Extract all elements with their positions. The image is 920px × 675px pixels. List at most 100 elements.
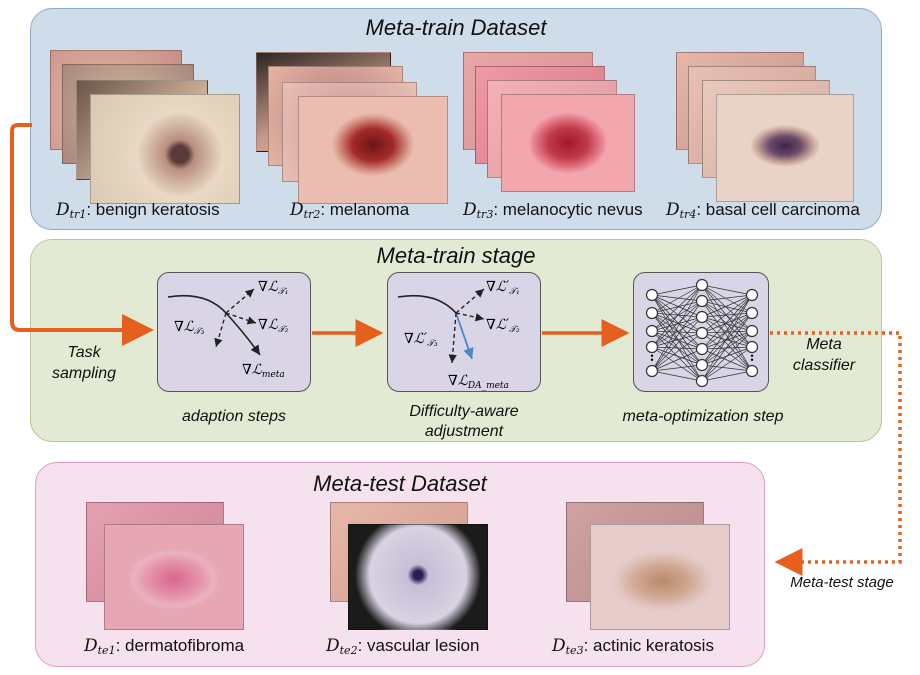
- network-ellipsis: :: [750, 350, 755, 365]
- network-edge: [651, 364, 703, 372]
- network-edge: [651, 294, 703, 350]
- network-edge: [651, 312, 703, 366]
- task2-gradient-arrow: [225, 312, 257, 325]
- network-edge: [701, 284, 753, 314]
- network-node: [645, 306, 659, 320]
- dataset-subscript: te2: [339, 644, 358, 657]
- caption-dte1: Dte1: dermatofibroma: [84, 636, 244, 657]
- dataset-label: : dermatofibroma: [115, 636, 245, 655]
- dataset-subscript: te1: [97, 644, 116, 657]
- caption-dtr4: Dtr4: basal cell carcinoma: [666, 200, 860, 221]
- adaption-steps-box: ∇ℒ𝒯₁ ∇ℒ𝒯₂ ∇ℒ𝒯₃ ∇ℒmeta: [157, 272, 311, 392]
- dataset-label: : vascular lesion: [357, 636, 480, 655]
- difficulty-aware-diagram: ∇ℒ′𝒯₁ ∇ℒ′𝒯₂ ∇ℒ′𝒯₃ ∇ℒDA_meta: [397, 279, 520, 391]
- network-edge: [701, 300, 753, 372]
- caption-dtr3: Dtr3: melanocytic nevus: [463, 200, 643, 221]
- network-node: [645, 340, 659, 354]
- dataset-label: : actinic keratosis: [583, 636, 714, 655]
- network-edge: [701, 284, 753, 372]
- network-edge: [651, 300, 703, 314]
- dataset-label: : benign keratosis: [86, 200, 220, 219]
- network-edge: [651, 316, 703, 348]
- network-edge: [701, 316, 753, 332]
- network-node: [745, 288, 759, 302]
- network-edge: [701, 332, 753, 372]
- network-edge: [651, 312, 703, 334]
- network-edge: [651, 346, 703, 366]
- network-edge: [701, 330, 753, 382]
- dermoscopy-image-front: [716, 94, 854, 202]
- network-node: [695, 278, 709, 292]
- network-edge: [701, 294, 753, 382]
- dataset-symbol: D: [84, 636, 98, 656]
- da-meta-gradient-label: ∇ℒDA_meta: [448, 373, 509, 391]
- task2-gradient-arrow: [455, 312, 485, 322]
- network-edge: [651, 300, 703, 348]
- dataset-symbol: D: [666, 200, 680, 220]
- network-edge: [701, 312, 753, 366]
- task3-gradient-label: ∇ℒ′𝒯₃: [404, 331, 438, 349]
- task3-gradient-arrow: [214, 312, 227, 348]
- network-edge: [651, 346, 703, 382]
- network-edge: [701, 294, 753, 302]
- task2-gradient-label: ∇ℒ𝒯₂: [258, 317, 289, 335]
- network-edge: [701, 330, 753, 366]
- network-edge: [701, 284, 753, 332]
- network-node: [695, 310, 709, 324]
- difficulty-aware-box: ∇ℒ′𝒯₁ ∇ℒ′𝒯₂ ∇ℒ′𝒯₃ ∇ℒDA_meta: [387, 272, 541, 392]
- task2-gradient-label: ∇ℒ′𝒯₂: [486, 317, 520, 335]
- dataset-symbol: D: [326, 636, 340, 656]
- network-edge: [701, 294, 753, 366]
- dermoscopy-image-front: [501, 94, 635, 192]
- network-node: [745, 340, 759, 354]
- network-edge: [701, 370, 753, 382]
- network-edge: [651, 294, 703, 366]
- network-edge: [701, 346, 753, 382]
- network-edge: [701, 312, 753, 334]
- dermoscopy-image-front: [104, 524, 244, 630]
- dataset-symbol: D: [290, 200, 304, 220]
- network-edge: [651, 284, 703, 372]
- dataset-symbol: D: [463, 200, 477, 220]
- meta-gradient-curve: [167, 294, 261, 356]
- task1-gradient-label: ∇ℒ′𝒯₁: [486, 279, 520, 297]
- network-edge: [701, 300, 753, 314]
- dataset-subscript: tr1: [69, 208, 87, 221]
- network-edge: [701, 300, 753, 332]
- meta-optimization-label: meta-optimization step: [622, 408, 784, 425]
- adaption-steps-diagram: ∇ℒ𝒯₁ ∇ℒ𝒯₂ ∇ℒ𝒯₃ ∇ℒmeta: [167, 279, 289, 380]
- network-edge: [701, 294, 753, 334]
- network-node: [695, 326, 709, 340]
- network-edge: [701, 348, 753, 372]
- network-edge: [651, 332, 703, 372]
- adaption-steps-label: adaption steps: [181, 408, 287, 425]
- network-edge: [701, 312, 753, 318]
- caption-dtr1: Dtr1: benign keratosis: [56, 200, 220, 221]
- network-edge: [701, 330, 753, 334]
- meta-train-stage-title: Meta-train stage: [376, 243, 536, 268]
- da-meta-gradient-arrow: [455, 312, 474, 360]
- network-edge: [651, 284, 703, 332]
- caption-dtr2: Dtr2: melanoma: [290, 200, 409, 221]
- network-edge: [701, 294, 753, 318]
- dataset-subscript: tr3: [476, 208, 494, 221]
- neural-network-icon: ::: [645, 278, 759, 388]
- dataset-label: : basal cell carcinoma: [696, 200, 860, 219]
- network-node: [695, 374, 709, 388]
- network-edge: [651, 300, 703, 372]
- dataset-label: : melanocytic nevus: [493, 200, 643, 219]
- dataset-subscript: tr4: [679, 208, 697, 221]
- network-node: [645, 324, 659, 338]
- meta-test-stage-label: Meta-test stage: [790, 574, 894, 591]
- network-node: [645, 364, 659, 378]
- network-edge: [651, 312, 703, 318]
- meta-test-dataset-title: Meta-test Dataset: [313, 471, 487, 496]
- dermoscopy-image-front: [298, 96, 448, 204]
- network-edge: [651, 284, 703, 296]
- network-edge: [651, 348, 703, 372]
- caption-dte2: Dte2: vascular lesion: [326, 636, 479, 657]
- network-edge: [651, 316, 703, 372]
- network-edge: [651, 284, 703, 314]
- dermoscopy-image-front: [90, 94, 240, 204]
- network-edge: [701, 312, 753, 382]
